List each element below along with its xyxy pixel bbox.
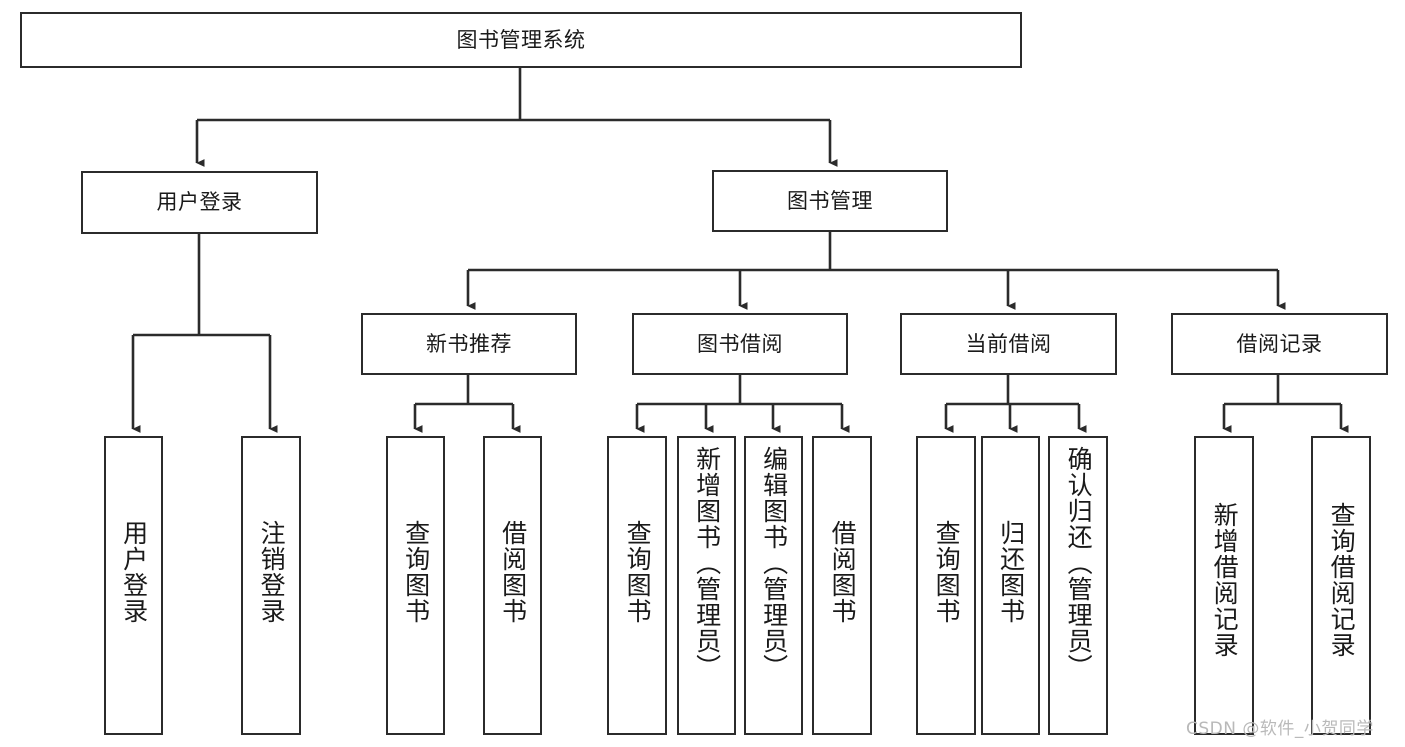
leaf-record-query-record-label: 查询借阅记录	[1327, 502, 1357, 658]
leaf-current-return-book[interactable]: 归还图书	[981, 436, 1040, 735]
leaf-borrow-add-book-admin-label: 新增图书（管理员）	[692, 446, 722, 680]
leaf-user-login-logout-label: 注销登录	[257, 520, 287, 624]
leaf-borrow-borrow-book-label: 借阅图书	[828, 520, 858, 624]
leaf-recommend-borrow-book[interactable]: 借阅图书	[483, 436, 542, 735]
node-book-borrow[interactable]: 图书借阅	[632, 313, 848, 375]
node-user-login[interactable]: 用户登录	[81, 171, 318, 234]
node-book-management[interactable]: 图书管理	[712, 170, 948, 232]
leaf-current-confirm-return-admin-label: 确认归还（管理员）	[1064, 446, 1094, 680]
leaf-record-add-record-label: 新增借阅记录	[1210, 502, 1240, 658]
leaf-current-query-book-label: 查询图书	[932, 520, 962, 624]
leaf-borrow-query-book-label: 查询图书	[623, 520, 653, 624]
node-new-book-recommend-label: 新书推荐	[426, 331, 512, 356]
leaf-record-query-record[interactable]: 查询借阅记录	[1311, 436, 1371, 735]
node-borrow-record-label: 借阅记录	[1236, 331, 1323, 356]
node-book-borrow-label: 图书借阅	[697, 331, 783, 356]
csdn-watermark: CSDN @软件_小贺同学	[1186, 719, 1374, 739]
leaf-borrow-add-book-admin[interactable]: 新增图书（管理员）	[677, 436, 736, 735]
node-root-system-label: 图书管理系统	[456, 27, 586, 52]
leaf-borrow-edit-book-admin-label: 编辑图书（管理员）	[759, 446, 789, 680]
node-new-book-recommend[interactable]: 新书推荐	[361, 313, 577, 375]
node-root-system[interactable]: 图书管理系统	[20, 12, 1022, 68]
leaf-current-confirm-return-admin[interactable]: 确认归还（管理员）	[1048, 436, 1108, 735]
node-book-management-label: 图书管理	[787, 188, 873, 213]
leaf-borrow-borrow-book[interactable]: 借阅图书	[812, 436, 872, 735]
leaf-user-login-signin[interactable]: 用户登录	[104, 436, 163, 735]
leaf-borrow-query-book[interactable]: 查询图书	[607, 436, 667, 735]
leaf-current-return-book-label: 归还图书	[996, 520, 1026, 624]
node-user-login-label: 用户登录	[156, 190, 243, 215]
leaf-user-login-logout[interactable]: 注销登录	[241, 436, 301, 735]
leaf-record-add-record[interactable]: 新增借阅记录	[1194, 436, 1254, 735]
leaf-user-login-signin-label: 用户登录	[119, 520, 149, 624]
leaf-recommend-borrow-book-label: 借阅图书	[498, 520, 528, 624]
node-current-borrow-label: 当前借阅	[965, 331, 1052, 356]
node-current-borrow[interactable]: 当前借阅	[900, 313, 1117, 375]
leaf-recommend-query-book[interactable]: 查询图书	[386, 436, 445, 735]
leaf-current-query-book[interactable]: 查询图书	[916, 436, 976, 735]
node-borrow-record[interactable]: 借阅记录	[1171, 313, 1388, 375]
leaf-borrow-edit-book-admin[interactable]: 编辑图书（管理员）	[744, 436, 803, 735]
leaf-recommend-query-book-label: 查询图书	[401, 520, 431, 624]
